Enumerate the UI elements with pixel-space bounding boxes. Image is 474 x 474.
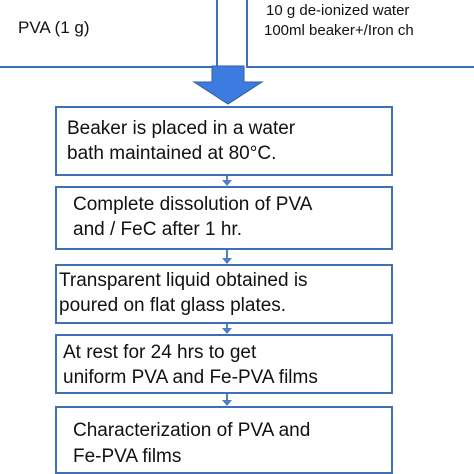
- step-2-line-2: and / FeC after 1 hr.: [73, 219, 242, 240]
- connector-4: [226, 394, 228, 400]
- pva-label: PVA (1 g): [18, 18, 90, 37]
- step-1-line-2: bath maintained at 80°C.: [67, 143, 277, 164]
- water-label-line2: 100ml beaker+/Iron ch: [264, 22, 414, 39]
- step-box-3: Transparent liquid obtained is poured on…: [55, 264, 393, 324]
- step-1-line-1: Beaker is placed in a water: [67, 118, 296, 139]
- connector-2: [226, 250, 228, 258]
- connector-arrowhead-3: [222, 328, 232, 334]
- step-4-line-1: At rest for 24 hrs to get: [63, 342, 257, 363]
- connector-arrowhead-2: [222, 258, 232, 264]
- connector-arrowhead-1: [222, 180, 232, 186]
- step-5-line-2: Fe-PVA films: [73, 446, 182, 467]
- water-label-line1: 10 g de-ionized water: [266, 2, 410, 19]
- step-box-1: Beaker is placed in a water bath maintai…: [55, 106, 393, 176]
- step-3-line-2: poured on flat glass plates.: [59, 295, 287, 316]
- step-box-4: At rest for 24 hrs to get uniform PVA an…: [55, 334, 393, 394]
- step-box-2: Complete dissolution of PVA and / FeC af…: [55, 186, 393, 250]
- step-box-5: Characterization of PVA and Fe-PVA films: [55, 406, 393, 474]
- step-5-line-1: Characterization of PVA and: [73, 420, 311, 441]
- step-3-line-1: Transparent liquid obtained is: [59, 270, 308, 291]
- water-input-box: 10 g de-ionized water 100ml beaker+/Iron…: [246, 0, 474, 68]
- connector-3: [226, 324, 228, 328]
- step-2-line-1: Complete dissolution of PVA: [73, 194, 313, 215]
- down-arrow-icon: [192, 65, 264, 105]
- connector-1: [226, 176, 228, 180]
- merge-arrow: [192, 65, 264, 105]
- pva-input-box: PVA (1 g): [0, 0, 218, 68]
- connector-arrowhead-4: [222, 400, 232, 406]
- step-4-line-2: uniform PVA and Fe-PVA films: [63, 367, 318, 388]
